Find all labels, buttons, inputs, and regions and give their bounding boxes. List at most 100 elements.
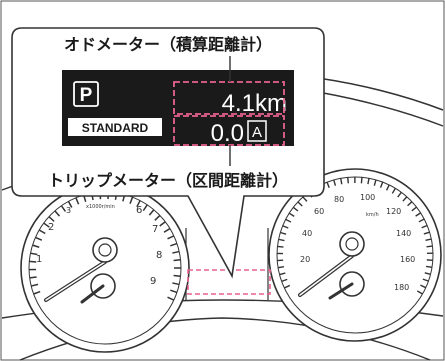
speed-tick-mark	[282, 225, 289, 229]
speed-tick-mark	[425, 265, 433, 269]
tach-tick-mark	[172, 282, 180, 286]
speed-tick-120: 120	[386, 207, 401, 216]
speed-tick-mark	[425, 238, 432, 241]
tach-tick-3: 3	[66, 206, 71, 215]
speed-tick-80: 80	[334, 195, 344, 204]
tach-needle-inner	[45, 261, 106, 301]
trip-highlight	[173, 115, 285, 146]
tach-sub-needle	[80, 284, 105, 304]
tach-tick-mark	[136, 200, 141, 208]
speed-tick-mark	[277, 245, 284, 248]
tach-tick-mark	[48, 216, 55, 222]
tach-tick-mark	[154, 214, 161, 221]
speed-tick-mark	[424, 272, 431, 275]
tach-tick-mark	[33, 290, 41, 295]
trip-callout-label: トリップメーター（区間距離計）	[48, 171, 288, 190]
tachometer: 1 2 3 x1000r/min 6 7 8 9	[20, 183, 190, 353]
speed-tick-mark	[340, 178, 343, 185]
speed-tick-mark	[279, 272, 286, 276]
speed-tick-40: 40	[302, 229, 312, 238]
speed-tick-mark	[360, 177, 363, 184]
speed-tick-20: 20	[300, 255, 310, 264]
speed-sub-needle	[328, 282, 354, 300]
speed-tick-mark	[326, 181, 330, 189]
speed-tick-mark	[278, 238, 285, 242]
tach-tick-mark	[173, 274, 181, 278]
tach-tick-mark	[167, 235, 175, 240]
tach-tick-mark	[38, 229, 46, 235]
speed-tick-mark	[411, 206, 417, 212]
drive-mode-badge	[68, 118, 162, 136]
speed-tick-mark	[373, 179, 377, 186]
tach-hub	[92, 237, 118, 263]
speed-tick-mark	[423, 231, 430, 235]
tach-tick-2: 2	[48, 222, 54, 233]
tach-tick-mark	[159, 221, 166, 227]
speed-tick-mark	[421, 224, 428, 229]
speed-unit: km/h	[366, 212, 379, 218]
speed-tick-60: 60	[314, 207, 324, 216]
speed-tick-mark	[288, 212, 295, 217]
tach-tick-mark	[170, 289, 178, 294]
tach-tick-7: 7	[152, 224, 158, 235]
tach-tick-mark	[35, 236, 43, 241]
tach-tick-6: 6	[136, 205, 142, 216]
speed-tick-mark	[426, 245, 433, 248]
tach-tick-mark	[142, 204, 148, 212]
tach-tick-mark	[148, 209, 155, 216]
tach-tick-mark	[75, 197, 80, 205]
speed-tick-mark	[347, 177, 350, 184]
tach-tick-mark	[129, 196, 134, 204]
speed-tick-mark	[302, 196, 308, 202]
odometer-value: 4.1km	[222, 90, 287, 117]
tach-hub-inner	[98, 243, 112, 257]
tach-tick-mark	[170, 242, 178, 247]
trip-id: A	[252, 124, 262, 141]
tach-tick-mark	[67, 201, 73, 208]
speedometer: 20 40 60 80 100 120 140 160 180 km/h	[268, 168, 442, 342]
tach-tick-mark	[32, 244, 40, 248]
speed-tick-160: 160	[400, 255, 415, 264]
display-location-highlight	[187, 269, 271, 295]
tach-tick-mark	[167, 296, 175, 301]
speed-tick-mark	[280, 231, 287, 235]
speed-tick-mark	[422, 278, 429, 282]
speed-tick-mark	[297, 201, 303, 207]
trip-value: 0.0	[211, 120, 244, 147]
speed-tick-mark	[420, 284, 427, 289]
speed-tick-100: 100	[360, 193, 375, 202]
tach-tick-mark	[29, 260, 37, 263]
speed-tick-mark	[285, 218, 292, 223]
tach-tick-mark	[29, 276, 37, 279]
speed-tick-mark	[418, 218, 425, 223]
speed-tick-mark	[277, 265, 285, 269]
speed-tick-mark	[391, 187, 397, 194]
speed-tick-mark	[385, 184, 390, 191]
tach-tick-mark	[43, 222, 50, 228]
hood-arc-1	[317, 77, 444, 111]
speed-tick-mark	[402, 196, 408, 202]
trip-id-box	[247, 120, 267, 142]
tach-tick-mark	[60, 205, 67, 212]
tach-tick-mark	[30, 252, 38, 256]
tach-tick-8: 8	[156, 250, 162, 261]
gear-indicator: P	[80, 85, 93, 106]
speed-tick-180: 180	[394, 283, 409, 292]
speed-hub	[339, 231, 365, 257]
speed-tick-mark	[333, 179, 337, 186]
odometer-highlight	[173, 81, 285, 115]
speed-tick-mark	[415, 212, 422, 217]
tach-tick-mark	[163, 227, 171, 233]
odometer-callout-label: オドメーター（積算距離計）	[64, 35, 272, 54]
speed-tick-mark	[292, 206, 299, 212]
drive-mode-label: STANDARD	[82, 121, 149, 135]
gear-indicator-box	[73, 81, 99, 107]
speed-tick-mark	[397, 191, 402, 198]
speed-tick-mark	[281, 278, 288, 283]
tach-tick-mark	[173, 258, 181, 262]
tach-tick-1: 1	[36, 254, 42, 265]
tach-tick-9: 9	[150, 276, 156, 287]
